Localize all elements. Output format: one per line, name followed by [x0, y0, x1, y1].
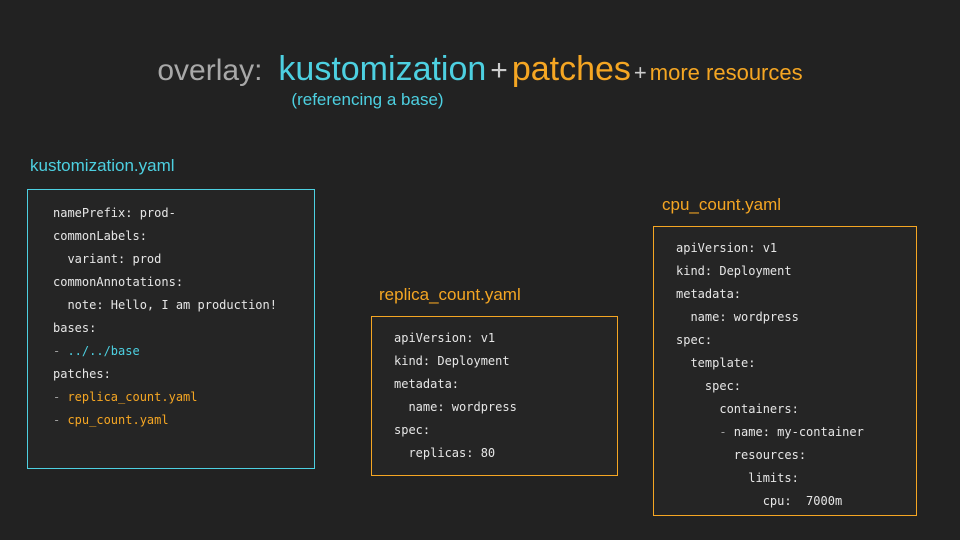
yaml-line: note: Hello, I am production! [53, 294, 314, 317]
title-term-patches: patches [511, 50, 631, 88]
yaml-token: metadata: [676, 287, 742, 301]
yaml-token: spec: [394, 423, 431, 437]
yaml-token: replica_count.yaml [67, 390, 198, 404]
yaml-line: replicas: 80 [394, 442, 617, 465]
yaml-line: limits: [676, 467, 916, 490]
yaml-line: name: wordpress [394, 396, 617, 419]
yaml-line: spec: [394, 419, 617, 442]
card-label-kustomization: kustomization.yaml [30, 156, 175, 175]
yaml-token: - [53, 413, 68, 427]
yaml-token: note: Hello, I am production! [53, 298, 277, 312]
yaml-line: template: [676, 352, 916, 375]
yaml-code-kustomization: namePrefix: prod-commonLabels: variant: … [28, 190, 314, 432]
yaml-line: - name: my-container [676, 421, 916, 444]
yaml-line: commonLabels: [53, 225, 314, 248]
yaml-line: spec: [676, 329, 916, 352]
yaml-line: namePrefix: prod- [53, 202, 314, 225]
yaml-token: cpu: 7000m [676, 494, 843, 508]
yaml-token: kind: Deployment [676, 264, 792, 278]
yaml-line: metadata: [676, 283, 916, 306]
yaml-line: resources: [676, 444, 916, 467]
yaml-token: name: wordpress [676, 310, 799, 324]
yaml-line: metadata: [394, 373, 617, 396]
yaml-line: - ../../base [53, 340, 314, 363]
yaml-line: patches: [53, 363, 314, 386]
card-label-cpu-count: cpu_count.yaml [662, 195, 782, 214]
yaml-token: apiVersion: v1 [676, 241, 778, 255]
title-plus-one: + [490, 54, 508, 87]
yaml-token: - [676, 425, 734, 439]
yaml-line: kind: Deployment [394, 350, 617, 373]
yaml-token: - [53, 344, 68, 358]
slide-subtitle: (referencing a base) [291, 90, 444, 109]
yaml-token: commonAnnotations: [53, 275, 184, 289]
yaml-line: commonAnnotations: [53, 271, 314, 294]
title-term-kustomization: kustomization [278, 50, 487, 88]
yaml-token: name: wordpress [394, 400, 517, 414]
yaml-token: commonLabels: [53, 229, 147, 243]
card-label-replica-count: replica_count.yaml [379, 285, 521, 304]
yaml-token: resources: [676, 448, 807, 462]
yaml-line: variant: prod [53, 248, 314, 271]
yaml-token: metadata: [394, 377, 460, 391]
yaml-token: namePrefix: prod- [53, 206, 176, 220]
yaml-line: - cpu_count.yaml [53, 409, 314, 432]
yaml-line: spec: [676, 375, 916, 398]
yaml-line: bases: [53, 317, 314, 340]
yaml-token: template: [676, 356, 756, 370]
yaml-token: spec: [676, 379, 742, 393]
yaml-line: - replica_count.yaml [53, 386, 314, 409]
yaml-box-kustomization: namePrefix: prod-commonLabels: variant: … [27, 189, 315, 469]
yaml-token: variant: prod [53, 252, 162, 266]
title-plus-two: + [633, 60, 647, 85]
yaml-line: cpu: 7000m [676, 490, 916, 513]
yaml-line: containers: [676, 398, 916, 421]
yaml-token: spec: [676, 333, 713, 347]
yaml-token: patches: [53, 367, 111, 381]
yaml-token: limits: [676, 471, 799, 485]
slide-title: overlay:kustomization+patches+more resou… [0, 52, 960, 86]
yaml-token: bases: [53, 321, 97, 335]
title-term-more-resources: more resources [649, 60, 803, 85]
yaml-token: ../../base [67, 344, 140, 358]
yaml-token: apiVersion: v1 [394, 331, 496, 345]
yaml-token: containers: [676, 402, 799, 416]
yaml-token: kind: Deployment [394, 354, 510, 368]
yaml-token: - [53, 390, 68, 404]
yaml-token: name: my-container [733, 425, 864, 439]
title-overlay-label: overlay: [157, 54, 263, 87]
yaml-token: replicas: 80 [394, 446, 496, 460]
yaml-line: apiVersion: v1 [394, 327, 617, 350]
yaml-line: name: wordpress [676, 306, 916, 329]
yaml-line: kind: Deployment [676, 260, 916, 283]
yaml-token: cpu_count.yaml [67, 413, 169, 427]
yaml-line: apiVersion: v1 [676, 237, 916, 260]
